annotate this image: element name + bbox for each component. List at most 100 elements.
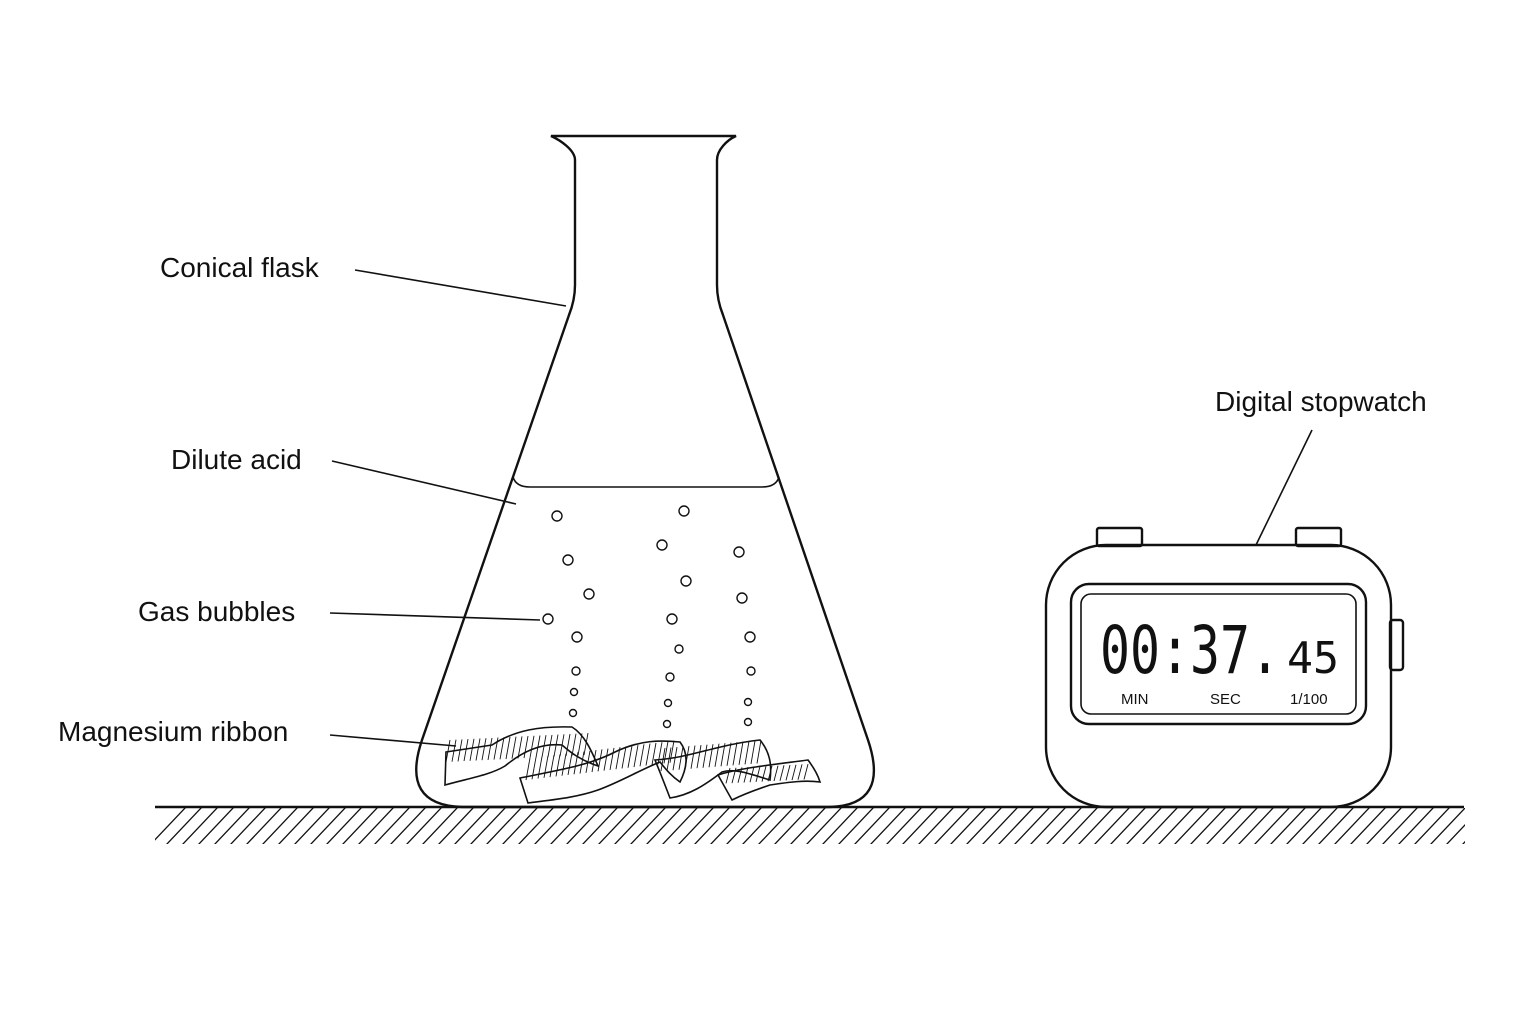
bench-hatch-line [1494,807,1530,845]
ribbon-texture-line [591,749,597,773]
bench-hatch-line [694,808,730,844]
bench-hatch-line [1238,808,1274,844]
ribbon-texture-line [726,742,732,766]
ribbon-texture-line [720,743,726,767]
ribbon-texture-line [561,753,567,776]
gas-bubble [571,631,583,643]
bench-hatch-line [758,808,794,844]
bench-hatch-line [1462,840,1465,844]
stopwatch-button-right[interactable] [1294,526,1343,548]
ribbon-texture-line [785,764,791,781]
bench-hatch-line [1158,808,1194,844]
bench-hatch-line [1126,808,1162,844]
bench-hatch-line [566,808,602,844]
bench-hatch-line [854,808,890,844]
ribbon-texture-line [583,733,589,756]
gas-bubbles [542,505,756,729]
bench-hatch-line [166,808,202,844]
bench-hatch-line [886,808,922,844]
bench-hatch-line [358,808,394,844]
ribbon-texture-line [663,741,669,764]
ribbon-texture-line [767,765,773,782]
bench-hatch-line [406,808,442,844]
ribbon-texture-line [791,764,797,781]
bench-hatch-line [470,808,506,844]
ribbon-texture-line [797,764,803,780]
ribbon-texture-line [684,746,690,770]
bench-hatch-line [1142,808,1178,844]
bench-hatch-line [1270,808,1306,844]
ribbon-texture-line [743,766,749,783]
bench-hatch-line [1350,808,1386,844]
bench-hatch-line [870,808,906,844]
ribbon-texture-line [803,763,809,780]
gas-bubble [674,644,684,654]
ribbon-texture-line [511,736,517,759]
bench-hatch-line [614,808,650,844]
bench-hatch-line [1094,808,1130,844]
ribbon-texture-line [517,736,523,759]
bench-hatch-line [1078,808,1114,844]
ribbon-texture-line [756,740,762,764]
ribbon-texture-line [487,737,493,760]
ribbon-texture-line [567,752,573,776]
ribbon-texture-line [678,746,684,770]
gas-bubble [666,613,678,625]
ribbon-texture-line [579,751,585,774]
bench-hatch-line [1110,808,1146,844]
gas-bubble [656,539,668,551]
bench-hatch-line [1478,807,1514,845]
ribbon-texture-line [657,742,663,765]
bench-hatch-line [294,808,330,844]
ribbon-texture-line [666,747,672,771]
bench-hatch-line [630,808,666,844]
bench-hatch-line [1414,808,1450,844]
bench-hatch-line [1446,823,1465,844]
bench-hatch-line [806,808,842,844]
ribbon-texture-line [499,737,505,760]
ribbon-texture-line [732,742,738,766]
label-conical-flask: Conical flask [160,252,320,283]
ribbon-texture-line [755,766,761,783]
ribbon-texture-line [621,746,627,769]
bench-hatch-line [1366,808,1402,844]
bench-hatch-line [950,808,986,844]
gas-bubble [736,592,748,604]
bench-hatch-line [1430,808,1465,844]
gas-bubble [542,613,554,625]
bench-hatch-line [1046,808,1082,844]
bench-hatch-line [1174,808,1210,844]
bench-hatch-line [646,808,682,844]
ribbon-texture-line [633,744,639,768]
bench-hatch-line [726,808,762,844]
bench-hatch-line [374,808,410,844]
bench-hatch-line [1286,808,1322,844]
gas-bubble [743,697,753,707]
stopwatch-button-left[interactable] [1095,526,1144,548]
bench-hatch-line [230,808,266,844]
ribbon-texture-line [672,746,678,771]
label-magnesium-ribbon: Magnesium ribbon [58,716,288,747]
ribbon-texture-line [475,738,481,761]
ribbon-texture-line [660,747,666,772]
gas-bubble [733,546,745,558]
bench-hatch-line [486,808,522,844]
ribbon-texture-line [523,736,529,759]
gas-bubble [663,698,673,708]
bench-hatch-line [342,808,378,844]
bench-hatch-line [422,808,458,844]
ribbon-texture-line [537,756,543,779]
bench-hatch-line [678,808,714,844]
bench-hatch-line [1382,808,1418,844]
ribbon-texture-line [749,766,755,783]
gas-bubble [746,666,756,676]
ribbon-texture-line [725,767,731,784]
ribbon-texture-line [457,739,463,762]
ribbon-texture-line [555,754,561,777]
bench-hatch-line [454,808,490,844]
bench-hatch-line [198,808,234,844]
ribbon-texture-line [559,734,565,757]
gas-bubble [571,666,581,676]
ribbon-texture-line [525,757,531,781]
